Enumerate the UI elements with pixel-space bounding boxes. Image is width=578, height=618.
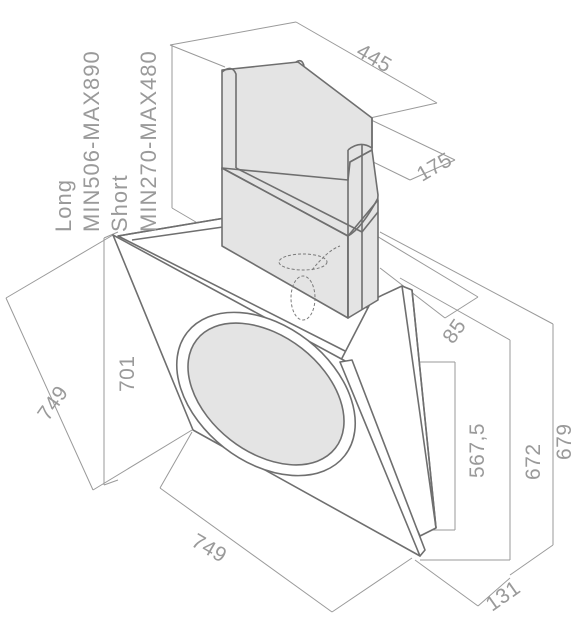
label-long: Long bbox=[51, 179, 76, 232]
duct-outline bbox=[278, 245, 341, 321]
dim-depth-131: 131 bbox=[482, 576, 525, 616]
dimension-lines bbox=[5, 21, 554, 613]
dim-chimney-depth: 175 bbox=[413, 148, 456, 186]
dim-panel-side: 749 bbox=[33, 382, 73, 425]
dim-chimney-width: 445 bbox=[353, 39, 396, 77]
dim-height-679: 679 bbox=[553, 423, 576, 460]
glass-panel bbox=[112, 234, 426, 557]
label-short: Short bbox=[107, 174, 132, 232]
label-long-range: MIN506-MAX890 bbox=[79, 50, 104, 232]
dim-height-567: 567,5 bbox=[466, 423, 489, 478]
chimney bbox=[221, 59, 379, 319]
label-short-range: MIN270-MAX480 bbox=[136, 50, 161, 232]
dim-panel-bottom: 749 bbox=[188, 529, 231, 567]
dim-height-672: 672 bbox=[522, 443, 545, 480]
hood-body bbox=[117, 217, 437, 537]
dim-chimney-offset: 85 bbox=[438, 315, 471, 348]
dim-panel-height: 701 bbox=[116, 355, 139, 392]
